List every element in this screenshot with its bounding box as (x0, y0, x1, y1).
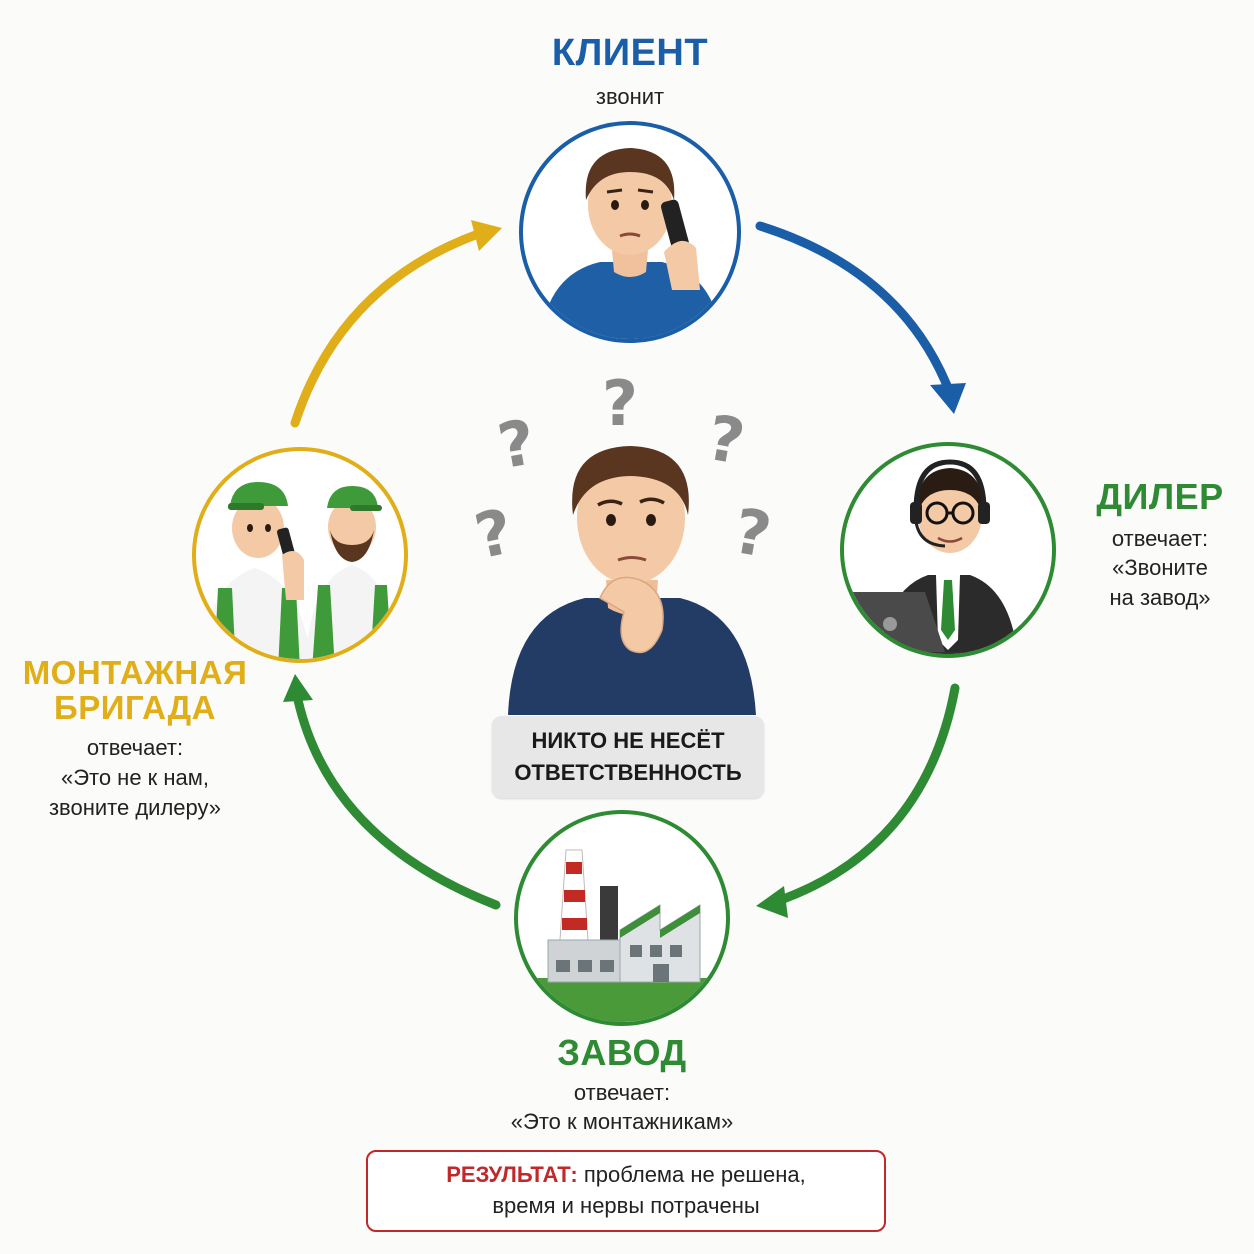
result-line-2: время и нервы потрачены (492, 1193, 760, 1218)
badge-line-2: ОТВЕТСТВЕННОСТЬ (514, 760, 742, 785)
brigade-line-2: «Это не к нам, (60, 764, 210, 790)
question-mark-icon: ? (602, 367, 638, 440)
result-label: РЕЗУЛЬТАТ: (446, 1162, 578, 1188)
workers-icon (200, 482, 400, 659)
factory-node (514, 810, 730, 1026)
question-mark-icon: ? (702, 401, 750, 479)
dealer-label: ДИЛЕР отвечает: «Звоните на завод» (1075, 478, 1245, 613)
badge-line-1: НИКТО НЕ НЕСЁТ (531, 728, 725, 754)
arrow-client-to-dealer (755, 221, 966, 414)
brigade-line-3: звоните дилеру» (48, 794, 222, 820)
factory-label: ЗАВОД отвечает: «Это к монтажникам» (420, 1034, 824, 1137)
client-label: КЛИЕНТ звонит (480, 32, 780, 112)
person-on-phone-icon (540, 148, 722, 339)
brigade-title-1: МОНТАЖНАЯ (22, 654, 248, 691)
client-subtitle: звонит (595, 83, 665, 109)
dealer-title: ДИЛЕР (1096, 476, 1224, 517)
client-node (519, 121, 741, 343)
brigade-title-2: БРИГАДА (54, 688, 216, 726)
factory-title: ЗАВОД (557, 1032, 687, 1073)
dealer-line-3: на завод» (1109, 585, 1211, 611)
question-mark-icon: ? (728, 494, 776, 572)
arrow-dealer-to-factory (756, 683, 960, 918)
brigade-line-1: отвечает: (86, 735, 184, 761)
result-box: РЕЗУЛЬТАТ: проблема не решена, время и н… (366, 1150, 886, 1232)
brigade-label: МОНТАЖНАЯ БРИГАДА отвечает: «Это не к на… (10, 654, 260, 822)
question-mark-icon: ? (493, 405, 541, 483)
dealer-node (840, 442, 1056, 658)
arrow-brigade-to-client (290, 220, 502, 428)
no-responsibility-badge: НИКТО НЕ НЕСЁТ ОТВЕТСТВЕННОСТЬ (492, 716, 764, 798)
dealer-line-1: отвечает: (1111, 525, 1209, 551)
arrow-factory-to-brigade (283, 674, 501, 910)
confused-person-icon (508, 446, 756, 715)
factory-line-2: «Это к монтажникам» (510, 1109, 734, 1135)
result-line-1: проблема не решена, (583, 1162, 806, 1188)
dealer-line-2: «Звоните (1112, 555, 1208, 581)
factory-line-1: отвечает: (573, 1079, 671, 1105)
brigade-node (192, 447, 408, 663)
question-mark-icon: ? (469, 494, 519, 573)
client-title: КЛИЕНТ (551, 32, 709, 74)
